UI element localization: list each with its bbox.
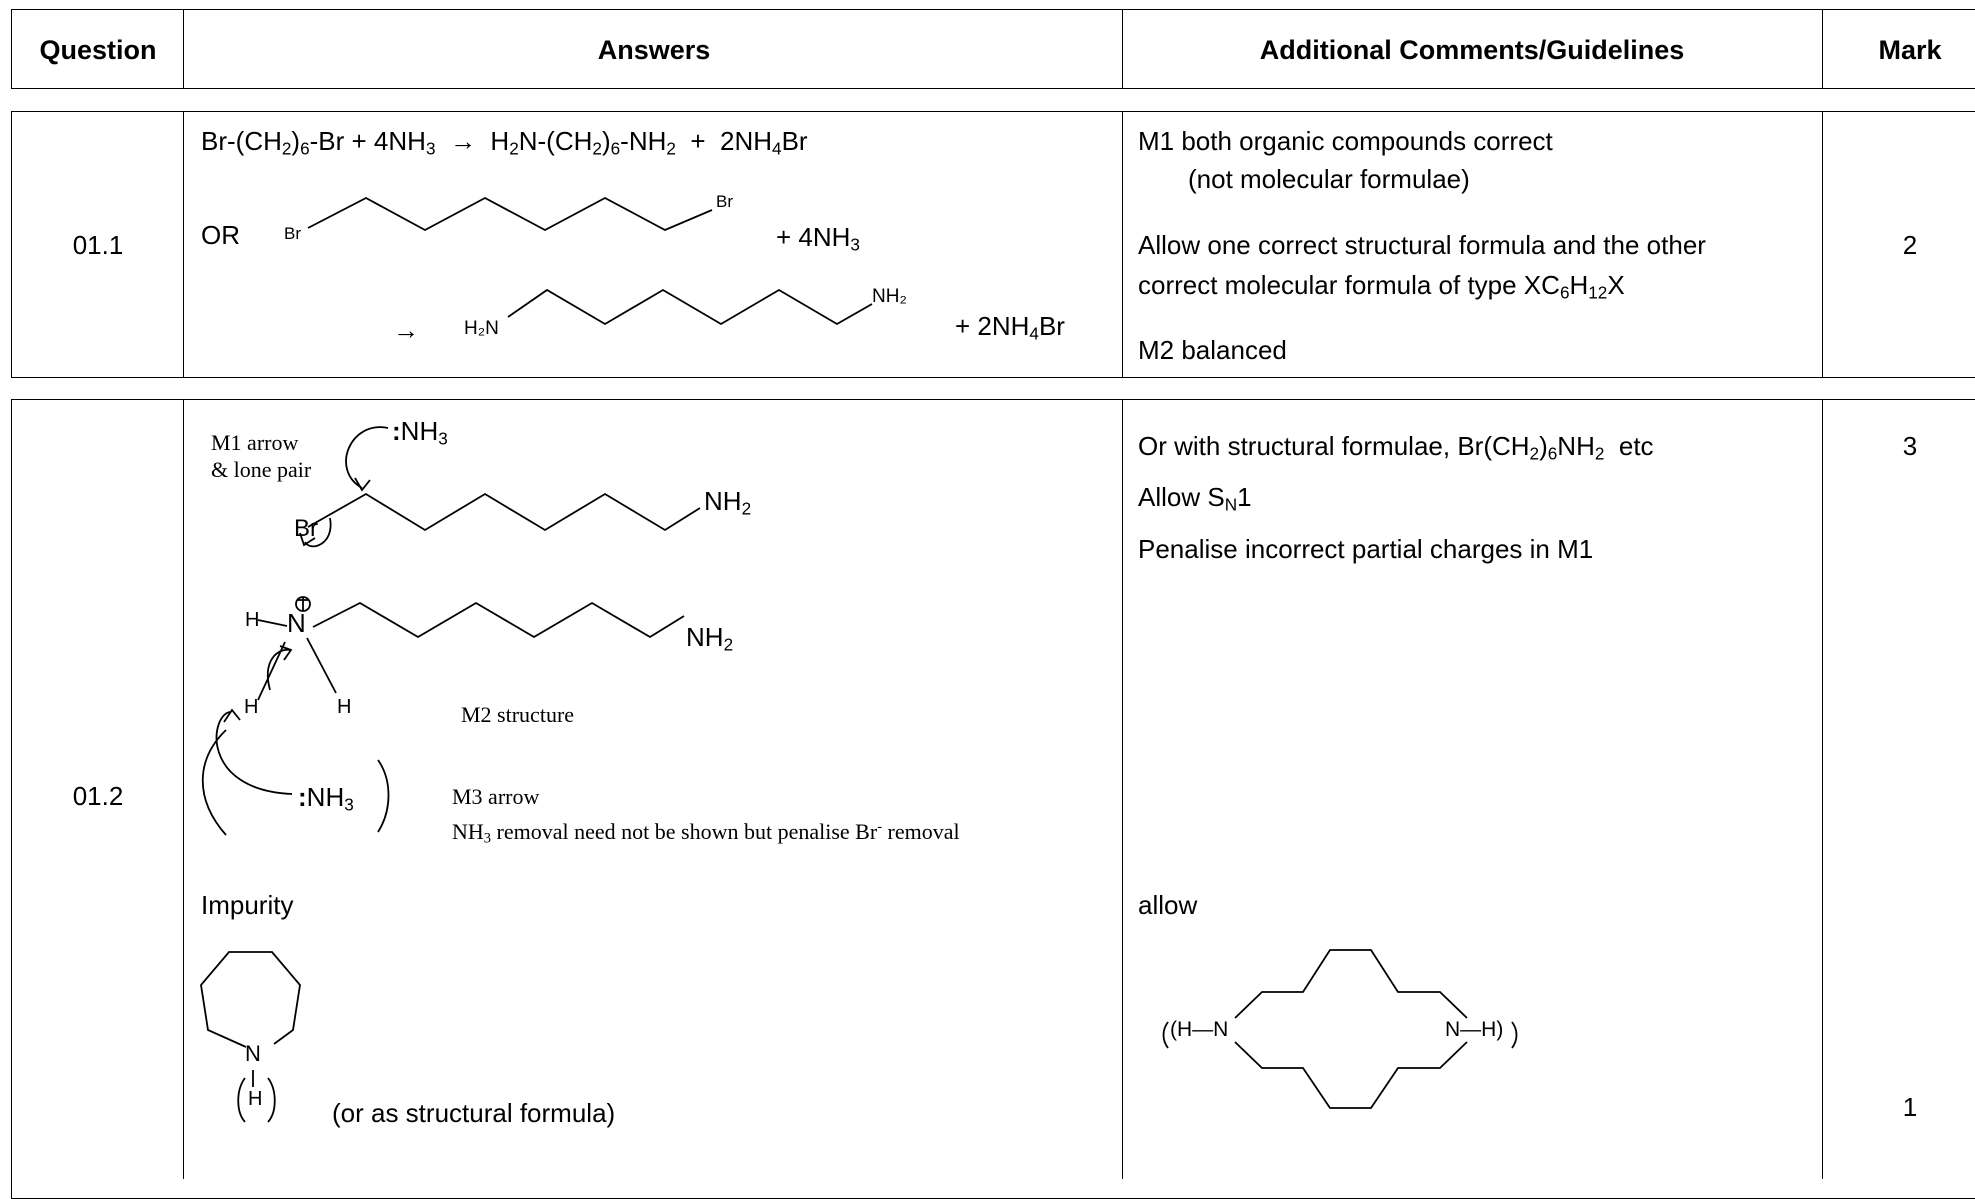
h2n-label: H₂N: [464, 318, 499, 339]
comment-allow-1: Allow one correct structural formula and…: [1138, 230, 1706, 260]
dibromohexane-skeletal: Br Br: [284, 192, 733, 243]
row-divider: [183, 111, 184, 378]
row-01-1: [11, 111, 1975, 378]
comment-allow-2: correct molecular formula of type XC6H12…: [1138, 270, 1625, 303]
or-label: OR: [201, 220, 240, 250]
row-divider: [1122, 399, 1123, 1179]
br-atom: Br: [294, 515, 318, 542]
row-divider: [1822, 111, 1823, 378]
m2-structure-label: M2 structure: [461, 702, 575, 727]
header-answers: Answers: [597, 35, 711, 65]
br-label: Br: [716, 192, 733, 211]
comment-m1b: (not molecular formulae): [1188, 164, 1470, 194]
header-divider: [1822, 9, 1823, 89]
header-row: [11, 9, 1975, 89]
comment-allow: allow: [1138, 890, 1198, 920]
header-comments: Additional Comments/Guidelines: [1259, 35, 1685, 65]
m3-arrow-label: M3 arrow: [452, 784, 540, 809]
mark-top: 3: [1902, 431, 1918, 461]
ammonium-intermediate: [201, 596, 685, 836]
h-atom: H: [244, 696, 259, 718]
comment-or-structural: Or with structural formulae, Br(CH2)6NH2…: [1138, 431, 1654, 464]
row-divider: [1822, 399, 1823, 1179]
row-divider: [183, 399, 184, 1179]
m1-arrow-label: M1 arrow: [211, 430, 299, 455]
azepane-ring: [200, 951, 301, 1123]
mark-bottom: 1: [1902, 1092, 1918, 1122]
header-divider: [183, 9, 184, 89]
nh3-base: :NH3: [298, 782, 354, 815]
comment-m1: M1 both organic compounds correct: [1138, 126, 1553, 156]
nh3-nucleophile: :NH3: [392, 416, 448, 449]
nh2-label: NH₂: [872, 286, 907, 307]
h-atom: H: [337, 696, 352, 718]
macrocycle-left-h: (H—N: [1170, 1018, 1229, 1041]
macrocycle-right-h: N—H): [1445, 1018, 1504, 1041]
nh3-removal-note: NH3 removal need not be shown but penali…: [452, 819, 960, 847]
hexanediamine-skeletal: H₂N NH₂: [464, 286, 907, 339]
nh2-group-1: NH2: [704, 486, 752, 519]
reaction-equation: Br-(CH2)6-Br + 4NH3 → H2N-(CH2)6-NH2 + 2…: [201, 126, 808, 159]
h-atom: H: [245, 609, 260, 631]
or-structural-formula: (or as structural formula): [332, 1098, 616, 1128]
header-divider: [1122, 9, 1123, 89]
n-plus-atom: N: [287, 608, 306, 638]
impurity-label: Impurity: [201, 890, 294, 920]
macrocycle-diamine: [1162, 949, 1518, 1109]
ring-n-atom: N: [245, 1041, 261, 1066]
lone-pair-label: & lone pair: [211, 457, 312, 482]
comment-penalise: Penalise incorrect partial charges in M1: [1138, 534, 1594, 564]
mark-value: 2: [1902, 230, 1918, 260]
nh2-group-2: NH2: [686, 622, 734, 655]
br-label: Br: [284, 224, 301, 243]
plus-nh3: + 4NH3: [776, 222, 860, 255]
question-number: 01.2: [72, 781, 124, 811]
question-number: 01.1: [72, 230, 124, 260]
ring-h-atom: H: [248, 1088, 263, 1110]
comment-m2: M2 balanced: [1138, 335, 1287, 365]
comment-allow-sn1: Allow SN1: [1138, 482, 1252, 515]
bromohexylamine-skeletal: [299, 426, 701, 548]
plus-nh4br: + 2NH4Br: [955, 311, 1065, 344]
header-question: Question: [39, 35, 157, 65]
header-mark: Mark: [1878, 35, 1942, 65]
arrow: →: [393, 315, 419, 345]
row-divider: [1122, 111, 1123, 378]
